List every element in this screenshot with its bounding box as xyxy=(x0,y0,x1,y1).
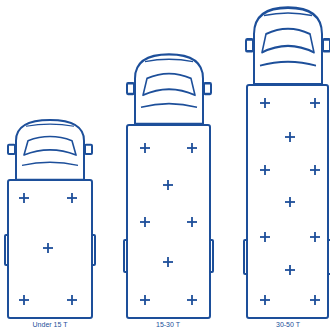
cargo-box xyxy=(127,125,210,318)
weight-class-label: 15-30 T xyxy=(156,321,180,328)
truck-cab xyxy=(8,120,92,180)
truck-cab xyxy=(127,54,211,124)
weight-class-label: 30-50 T xyxy=(276,321,300,328)
truck-cab xyxy=(246,8,330,85)
cargo-box xyxy=(247,85,328,318)
cargo-box xyxy=(8,180,92,318)
anchor-marks xyxy=(19,98,320,305)
weight-class-label: Under 15 T xyxy=(33,321,68,328)
